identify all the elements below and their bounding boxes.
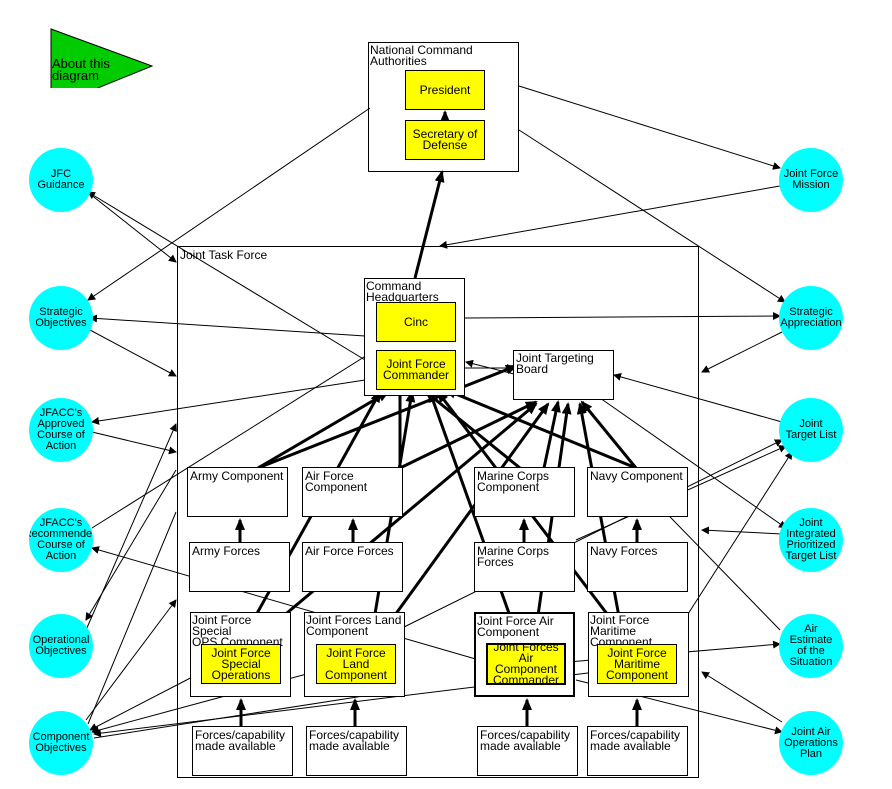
link-chq-nca	[413, 170, 445, 279]
joint-air-operations-plan-circle[interactable]: Joint Air Operations Plan	[779, 711, 843, 775]
link-nca-strategic-appreciation	[518, 129, 786, 303]
jiptl-circle[interactable]: Joint Integrated Prioritized Target List	[779, 508, 843, 572]
land-title: Joint Forces Land Component	[306, 613, 402, 638]
link-jfacc-recommended-chq	[91, 351, 373, 529]
sof-capability-box[interactable]: Forces/capability made available	[192, 726, 293, 776]
link-air-jfc	[428, 390, 522, 645]
jfacc-approved-coa-circle[interactable]: JFACC's Approved Course of Action	[29, 398, 93, 462]
link-mc-jfc	[424, 390, 521, 470]
joint-force-commander-box[interactable]: Joint Force Commander	[376, 350, 456, 390]
air-capability-label: Forces/capability made available	[480, 728, 571, 753]
jtf-title: Joint Task Force	[180, 248, 268, 262]
link-army-jtb	[257, 364, 518, 470]
land-capability-label: Forces/capability made available	[309, 728, 400, 753]
link-navy-jfc	[444, 388, 637, 470]
jfc-guidance-circle[interactable]: JFC Guidance	[29, 148, 93, 212]
joint-task-force-frame[interactable]	[177, 246, 699, 778]
link-chq-jfacc-approved	[91, 379, 366, 425]
link-jaop-jtf	[701, 671, 783, 723]
air-estimate-circle[interactable]: Air Estimate of the Situation	[779, 614, 843, 678]
link-nca-strategic-objectives	[87, 107, 371, 301]
strategic-objectives-circle[interactable]: Strategic Objectives	[29, 286, 93, 350]
marine-corps-forces-label: Marine Corps Forces	[477, 544, 550, 569]
link-jtf-jtl	[401, 439, 783, 629]
link-jfc-guidance-jtf	[89, 193, 177, 263]
army-forces[interactable]: Army Forces	[189, 542, 290, 592]
link-component-objectives-jtf	[85, 599, 177, 721]
joint-targeting-board[interactable]	[513, 350, 614, 400]
link-mar-jtb	[576, 402, 626, 645]
strategic-appreciation-circle[interactable]: Strategic Appreciation	[779, 286, 843, 350]
jtb-title: Joint Targeting Board	[516, 351, 594, 376]
link-land-jtb	[372, 402, 550, 645]
link-sof-component-objectives	[89, 671, 203, 731]
army-component-label: Army Component	[190, 469, 284, 483]
marine-corps-component[interactable]: Marine Corps Component	[474, 467, 575, 517]
link-af-jtb	[399, 400, 538, 470]
nca-title: National Command Authorities	[370, 43, 473, 68]
maritime-capability-box[interactable]: Forces/capability made available	[587, 726, 688, 776]
link-strategic-appreciation-jtf	[701, 331, 783, 373]
air-force-forces[interactable]: Air Force Forces	[302, 542, 403, 592]
air-force-component-label: Air Force Component	[305, 469, 368, 494]
jf-maritime-component-commander[interactable]: Joint Force Maritime Component	[597, 644, 677, 684]
link-jtf-component-objectives	[87, 511, 177, 725]
president-box[interactable]: President	[405, 70, 485, 110]
link-jfacc-approved-jtf	[91, 431, 177, 455]
navy-forces[interactable]: Navy Forces	[587, 542, 688, 592]
joint-target-list-circle[interactable]: Joint Target List	[779, 398, 843, 462]
air-title: Joint Force Air Component	[477, 614, 554, 639]
component-objectives-circle[interactable]: Component Objectives	[29, 711, 93, 775]
operational-objectives-circle[interactable]: Operational Objectives	[29, 614, 93, 678]
link-jtb-jiptl	[599, 397, 787, 529]
army-component[interactable]: Army Component	[187, 467, 288, 517]
jf-special-operations-commander[interactable]: Joint Force Special Operations	[201, 644, 281, 684]
national-command-authorities[interactable]	[368, 42, 519, 172]
air-force-component[interactable]: Air Force Component	[302, 467, 403, 517]
link-sof-jtb	[249, 402, 538, 646]
air-force-forces-label: Air Force Forces	[305, 544, 394, 558]
navy-component[interactable]: Navy Component	[587, 467, 688, 517]
link-jtf-jiptl	[701, 526, 783, 535]
jf-land-component-commander[interactable]: Joint Force Land Component	[316, 644, 396, 684]
link-land-jfc	[368, 390, 416, 645]
link-cinc-strategic-appreciation	[464, 312, 781, 321]
navy-forces-label: Navy Forces	[590, 544, 658, 558]
link-jfc-jfc-guidance	[87, 191, 376, 367]
link-mar-jfc	[436, 390, 632, 645]
marine-corps-component-label: Marine Corps Component	[477, 469, 550, 494]
link-jf-mission-jtf	[439, 185, 781, 249]
about-diagram-button[interactable]	[50, 28, 155, 88]
link-army-jfc	[257, 390, 390, 470]
joint-force-mission-circle[interactable]: Joint Force Mission	[779, 148, 843, 212]
link-navy-jtb	[580, 400, 638, 469]
cinc-box[interactable]: Cinc	[376, 302, 456, 342]
about-diagram-label[interactable]: About this diagram	[52, 56, 110, 83]
navy-component-label: Navy Component	[590, 469, 683, 483]
army-forces-label: Army Forces	[192, 544, 261, 558]
link-mar-jtl	[687, 451, 793, 615]
link-air-jtb	[532, 402, 572, 645]
chq-title: Command Headquarters	[366, 279, 439, 304]
link-cinc-strategic-objectives	[89, 314, 366, 337]
link-strategic-objectives-jtf	[89, 329, 177, 377]
marine-corps-forces[interactable]: Marine Corps Forces	[474, 542, 575, 592]
jf-air-component-commander[interactable]: Joint Forces Air Component Commander	[486, 643, 566, 685]
secretary-of-defense-box[interactable]: Secretary of Defense	[405, 120, 485, 160]
link-jfc-operational-objectives	[85, 469, 177, 621]
air-capability-box[interactable]: Forces/capability made available	[477, 726, 578, 776]
sof-title: Joint Force Special OPS Component	[192, 613, 283, 649]
link-sof-jfc	[238, 390, 382, 645]
sof-capability-label: Forces/capability made available	[195, 728, 286, 753]
link-mc-jtb	[542, 400, 561, 469]
link-operational-objectives-jtf	[85, 423, 177, 631]
jfacc-recommended-coa-circle[interactable]: JFACC's Recommended Course of Action	[29, 508, 93, 572]
link-air-cmdr-component-objectives	[91, 546, 487, 663]
land-capability-box[interactable]: Forces/capability made available	[306, 726, 407, 776]
maritime-capability-label: Forces/capability made available	[590, 728, 681, 753]
link-nca-jf-mission	[518, 85, 781, 170]
